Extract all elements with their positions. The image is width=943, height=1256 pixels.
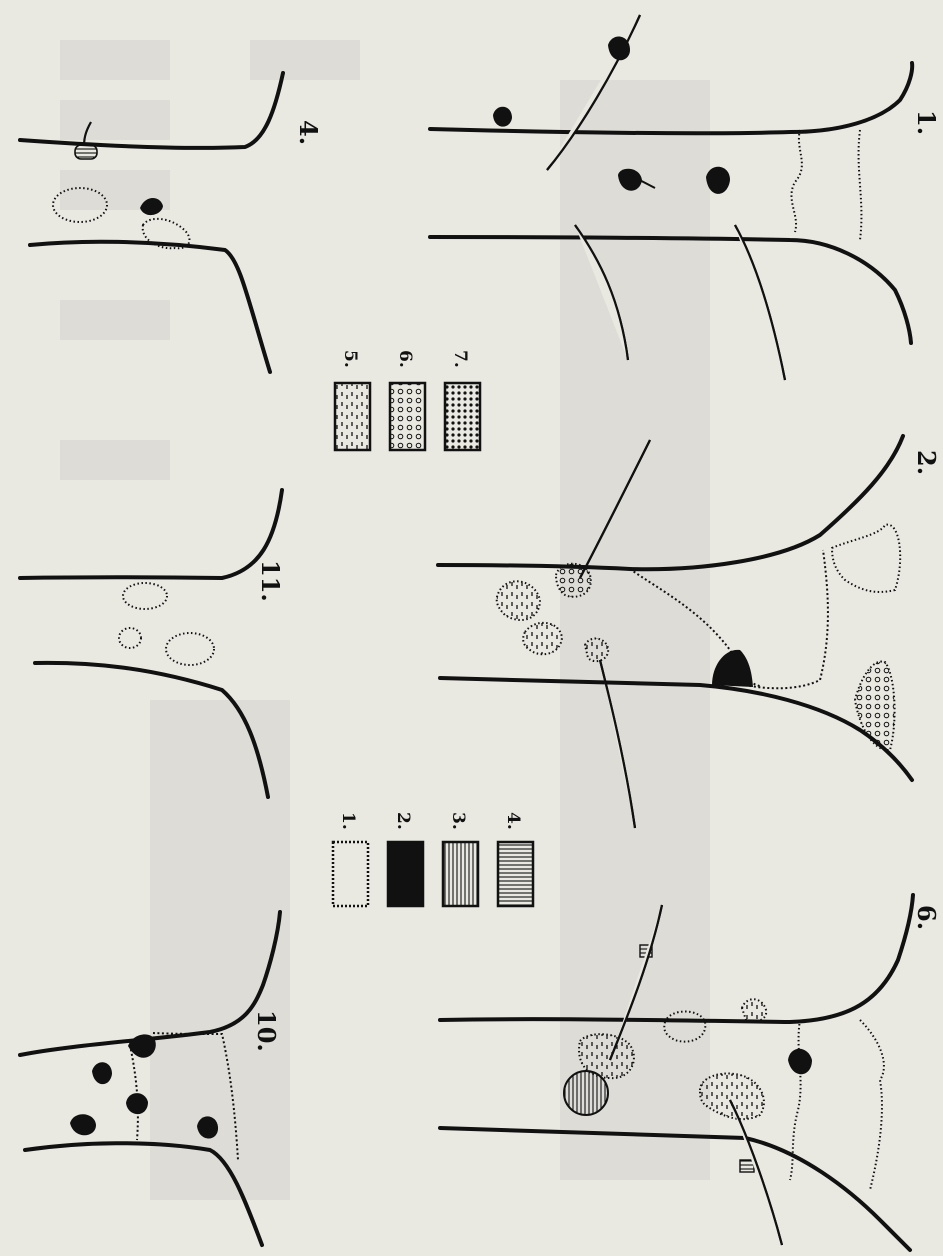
legend-lower: 1. 2. 3. 4. xyxy=(333,812,533,906)
legend-swatch-3 xyxy=(443,842,478,906)
figure-10-label: 10. xyxy=(252,1010,281,1052)
figure-4-label: 4. xyxy=(294,120,323,145)
figure-6-label: 6. xyxy=(912,905,941,930)
legend-label-1: 1. xyxy=(338,812,358,830)
legend-label-2: 2. xyxy=(393,812,413,830)
legend-swatch-7 xyxy=(445,383,480,450)
legend-label-5: 5. xyxy=(340,350,360,368)
legend-upper: 5. 6. 7. xyxy=(335,350,480,450)
legend-swatch-5 xyxy=(335,383,370,450)
legend-swatch-4 xyxy=(498,842,533,906)
bleed-through-background xyxy=(60,40,710,1200)
figure-1-label: 1. xyxy=(912,110,941,135)
legend-label-4: 4. xyxy=(503,812,523,830)
legend-swatch-1 xyxy=(333,842,368,906)
legend-label-7: 7. xyxy=(450,350,470,368)
legend-swatch-6 xyxy=(390,383,425,450)
figure-2-label: 2. xyxy=(912,450,941,475)
figure-11-label: 11. xyxy=(256,560,285,602)
legend-label-6: 6. xyxy=(395,350,415,368)
legend-swatch-2 xyxy=(388,842,423,906)
legend-label-3: 3. xyxy=(448,812,468,830)
